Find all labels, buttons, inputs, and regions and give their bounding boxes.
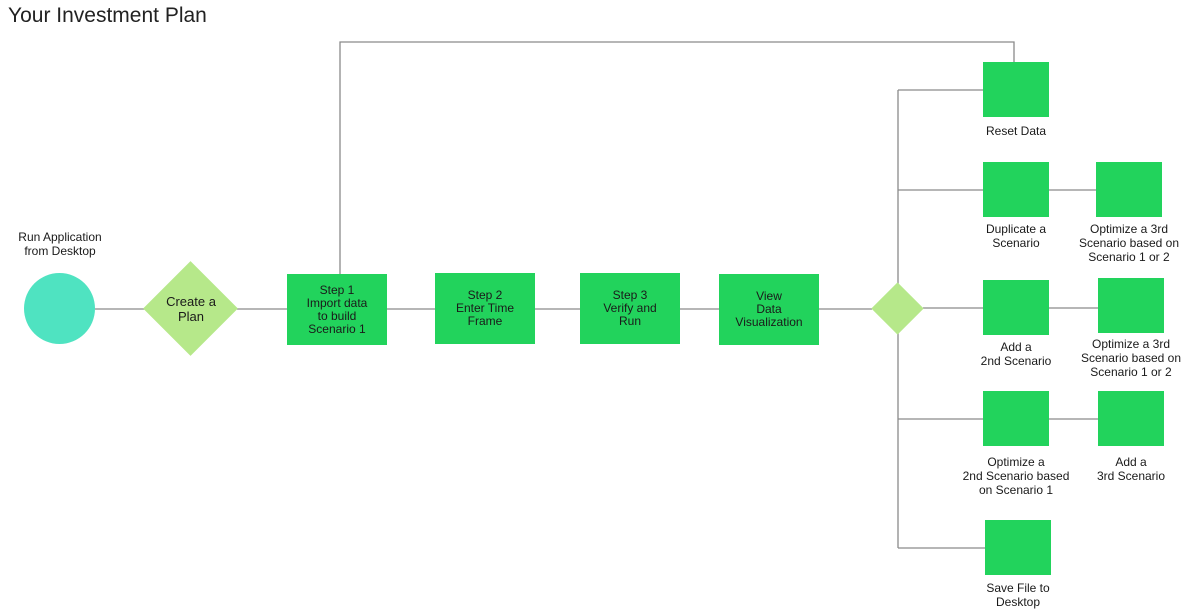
save-file-label: Save File to Desktop	[986, 581, 1050, 609]
add-3rd-scenario-label: Add a 3rd Scenario	[1096, 455, 1166, 483]
start-label: Run Application from Desktop	[18, 230, 102, 258]
add-3rd-scenario-box[interactable]	[1098, 391, 1164, 446]
optimize-3rd-label-b: Optimize a 3rd Scenario based on Scenari…	[1080, 337, 1182, 379]
connector-group	[95, 41, 1098, 549]
step1-box[interactable]: Step 1 Import data to build Scenario 1	[287, 274, 387, 345]
view-visualization-box[interactable]: View Data Visualization	[719, 274, 819, 345]
optimize-2nd-scenario-label: Optimize a 2nd Scenario based on Scenari…	[962, 455, 1070, 497]
reset-data-box[interactable]	[983, 62, 1049, 117]
step3-box[interactable]: Step 3 Verify and Run	[580, 273, 680, 344]
start-node[interactable]	[24, 273, 95, 344]
optimize-3rd-box-b[interactable]	[1098, 278, 1164, 333]
add-2nd-scenario-label: Add a 2nd Scenario	[980, 340, 1052, 368]
connector-step1-loop-reset	[339, 41, 1015, 274]
add-2nd-scenario-box[interactable]	[983, 280, 1049, 335]
save-file-box[interactable]	[985, 520, 1051, 575]
reset-data-label: Reset Data	[985, 124, 1047, 138]
page-title: Your Investment Plan	[8, 4, 207, 27]
duplicate-scenario-box[interactable]	[983, 162, 1049, 217]
create-plan-label: Create a Plan	[166, 294, 216, 324]
optimize-2nd-scenario-box[interactable]	[983, 391, 1049, 446]
optimize-3rd-box-a[interactable]	[1096, 162, 1162, 217]
step2-box[interactable]: Step 2 Enter Time Frame	[435, 273, 535, 344]
duplicate-scenario-label: Duplicate a Scenario	[985, 222, 1047, 250]
optimize-3rd-label-a: Optimize a 3rd Scenario based on Scenari…	[1078, 222, 1180, 264]
